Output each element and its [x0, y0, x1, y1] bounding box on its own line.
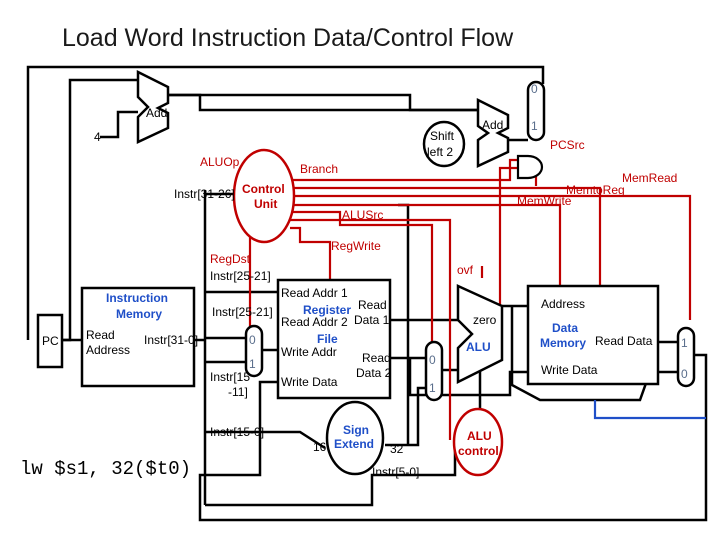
dm-label-2: Memory — [540, 336, 586, 350]
rf-read-addr1: Read Addr 1 — [281, 286, 348, 300]
control-unit-label-1: Control — [242, 182, 285, 196]
alusrc-mux: 0 1 — [424, 340, 444, 402]
width-32: 32 — [390, 442, 404, 456]
register-file: Read Addr 1 Read Register Data 1 Read Ad… — [276, 278, 392, 400]
regdst-mux-0: 0 — [249, 333, 256, 347]
dm-address: Address — [541, 297, 585, 311]
instr-31-26-label: Instr[31-26] — [174, 187, 235, 201]
instr-mem-label-1: Instruction — [106, 291, 168, 305]
branch-label: Branch — [300, 162, 338, 176]
zero-label: zero — [473, 313, 497, 327]
regdst-mux-1: 1 — [249, 357, 256, 371]
alu: ALU — [456, 284, 504, 385]
branch-adder-label: Add — [482, 118, 503, 132]
dm-read-data: Read Data — [595, 334, 653, 348]
memtoreg-label: MemtoReg — [566, 183, 625, 197]
instr-mem-read-1: Read — [86, 328, 115, 342]
control-unit-label-2: Unit — [254, 197, 277, 211]
alu-control: ALU control — [452, 407, 504, 477]
sign-label-2: Extend — [334, 437, 374, 451]
instr-15-0-label: Instr[15-0] — [210, 425, 264, 439]
rf-read2-b: Data 2 — [356, 366, 392, 380]
alu-control-label-1: ALU — [467, 429, 492, 443]
rf-register: Register — [303, 303, 351, 317]
rf-read-addr2: Read Addr 2 — [281, 315, 348, 329]
page-title: Load Word Instruction Data/Control Flow — [62, 24, 514, 52]
rf-write-addr: Write Addr — [281, 345, 337, 359]
const-four: 4 — [94, 130, 101, 144]
highlight-path — [593, 400, 706, 420]
wb-mux-0: 0 — [681, 367, 688, 381]
dm-label-1: Data — [552, 321, 578, 335]
rf-read2-a: Read — [362, 351, 391, 365]
branch-adder: Add — [476, 97, 510, 168]
instr-5-0-label: Instr[5-0] — [372, 465, 419, 479]
pc-adder: Add — [136, 69, 170, 144]
signal-labels: 4 PCSrc ALUOp Branch MemRead MemtoReg Me… — [94, 130, 677, 479]
rf-read: Read — [358, 298, 387, 312]
instruction-memory: Instruction Memory Read Address Instr[31… — [80, 286, 198, 388]
alu-control-label-2: control — [458, 444, 499, 458]
instruction-text: lw $s1, 32($t0) — [20, 458, 192, 480]
shift-label-2: left 2 — [427, 145, 453, 159]
pcsrc-label: PCSrc — [550, 138, 585, 152]
sign-extend: Sign Extend — [325, 400, 385, 476]
rf-data1: Data 1 — [354, 313, 390, 327]
regdst-label: RegDst — [210, 252, 251, 266]
width-16: 16 — [313, 440, 327, 454]
alu-label: ALU — [466, 340, 491, 354]
pc-label: PC — [42, 334, 59, 348]
pc-mux: 0 1 — [526, 80, 546, 142]
shift-label-1: Shift — [430, 129, 455, 143]
ovf-label: ovf — [457, 263, 474, 277]
instr-15-11-b: -11] — [228, 385, 248, 399]
alusrc-mux-0: 0 — [429, 353, 436, 367]
alusrc-label: ALUSrc — [342, 208, 383, 222]
dm-write-data: Write Data — [541, 363, 598, 377]
rf-write-data: Write Data — [281, 375, 338, 389]
and-gate — [516, 154, 544, 180]
shift-left-2: Shift left 2 — [422, 120, 466, 168]
control-unit: Control Unit — [232, 148, 296, 244]
instr-25-21-b: Instr[25-21] — [212, 305, 273, 319]
instr-25-21-a: Instr[25-21] — [210, 269, 271, 283]
instr-mem-label-2: Memory — [116, 307, 162, 321]
regdst-mux: 0 1 — [244, 324, 264, 378]
memread-label: MemRead — [622, 171, 677, 185]
memwrite-label: MemWrite — [517, 194, 572, 208]
regwrite-label: RegWrite — [331, 239, 381, 253]
pc-register: PC — [36, 313, 64, 369]
rf-file: File — [317, 332, 338, 346]
pc-adder-label: Add — [146, 106, 167, 120]
wb-mux: 1 0 — [676, 326, 696, 388]
pc-mux-0: 0 — [531, 82, 538, 96]
wb-mux-1: 1 — [681, 336, 688, 350]
pc-mux-1: 1 — [531, 119, 538, 133]
instr-mem-read-2: Address — [86, 343, 130, 357]
instr-15-11-a: Instr[15 — [210, 370, 250, 384]
sign-label-1: Sign — [343, 423, 369, 437]
alusrc-mux-1: 1 — [429, 381, 436, 395]
instr-31-0-label: Instr[31-0] — [144, 333, 198, 347]
aluop-label: ALUOp — [200, 155, 240, 169]
data-memory: Address Data Memory Read Data Write Data — [526, 284, 660, 386]
